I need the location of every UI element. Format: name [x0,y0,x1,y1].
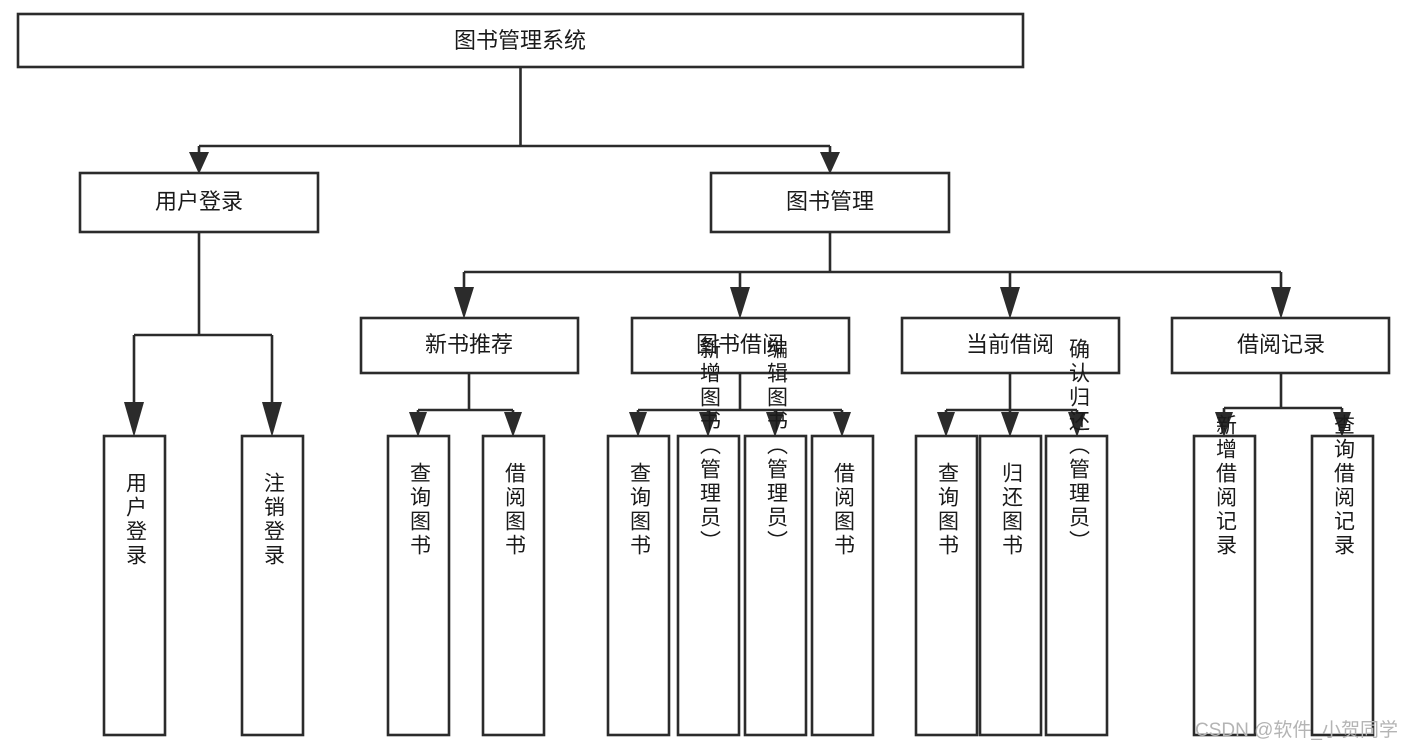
node-leaf-return-book[interactable]: 归还图书 [978,434,1043,737]
node-leaf-query-book-3-label: 查询图书 [935,462,959,558]
arrow-head-leaf-query-book-2 [629,412,647,437]
node-leaf-return-book-label: 归还图书 [999,462,1023,558]
node-book-borrow-label: 图书借阅 [696,332,784,357]
node-leaf-add-borrow-record-box[interactable] [1192,434,1257,737]
node-leaf-query-book-3-box[interactable] [914,434,979,737]
node-leaf-confirm-return-box[interactable] [1044,434,1109,737]
node-leaf-edit-book[interactable]: 编辑图书（管理员） [743,338,808,737]
arrow-head-borrow-record [1271,287,1291,319]
node-leaf-query-book-2-box[interactable] [606,434,671,737]
node-new-book-recommend[interactable]: 新书推荐 [359,316,580,375]
node-root-label: 图书管理系统 [454,28,586,53]
node-current-borrow-box[interactable] [900,316,1121,375]
node-leaf-borrow-book-2[interactable]: 借阅图书 [810,434,875,737]
node-leaf-borrow-book-1[interactable]: 借阅图书 [481,434,546,737]
arrow-head-leaf-add-borrow-record [1215,412,1233,437]
arrow-head-book-borrow [730,287,750,319]
arrow-head-leaf-borrow-book-2 [833,412,851,437]
arrow-head-leaf-add-book [699,412,717,437]
node-leaf-user-logout-box[interactable] [240,434,305,737]
arrow-head-leaf-edit-book [766,412,784,437]
node-leaf-user-logout[interactable]: 注销登录 [240,434,305,737]
node-leaf-add-borrow-record[interactable]: 新增借阅记录 [1192,414,1257,737]
node-leaf-confirm-return-label: 确认归还（管理员） [1066,338,1090,554]
arrow-head-leaf-borrow-book-1 [504,412,522,437]
node-book-manage-box[interactable] [709,171,951,234]
arrow-head-leaf-return-book [1001,412,1019,437]
node-new-book-recommend-box[interactable] [359,316,580,375]
node-leaf-confirm-return[interactable]: 确认归还（管理员） [1044,338,1109,737]
arrow-head-leaf-query-borrow-record [1333,412,1351,437]
node-leaf-query-book-2[interactable]: 查询图书 [606,434,671,737]
node-root[interactable]: 图书管理系统 [16,12,1025,69]
node-borrow-record-label: 借阅记录 [1237,332,1325,357]
node-leaf-borrow-book-2-box[interactable] [810,434,875,737]
arrow-head-current-borrow [1000,287,1020,319]
node-leaf-add-book[interactable]: 新增图书（管理员） [676,338,741,737]
node-borrow-record[interactable]: 借阅记录 [1170,316,1391,375]
arrow-head-book-manage [820,152,840,174]
connector-group-book-borrow [629,373,851,437]
node-new-book-recommend-label: 新书推荐 [425,332,513,357]
connector-group-user-login [124,232,282,437]
node-user-login[interactable]: 用户登录 [78,171,320,234]
node-book-borrow-box[interactable] [630,316,851,375]
arrow-head-leaf-user-login [124,402,144,437]
node-book-manage[interactable]: 图书管理 [709,171,951,234]
csdn-watermark: CSDN @软件_小贺同学 [1195,719,1398,741]
node-leaf-user-login-box[interactable] [102,434,167,737]
node-current-borrow[interactable]: 当前借阅 [900,316,1121,375]
node-leaf-query-book-1-box[interactable] [386,434,451,737]
node-leaf-query-book-2-label: 查询图书 [627,462,651,558]
arrow-head-user-login [189,152,209,174]
arrow-head-leaf-query-book-1 [409,412,427,437]
connector-group-borrow-record [1215,373,1351,437]
node-user-login-box[interactable] [78,171,320,234]
node-borrow-record-box[interactable] [1170,316,1391,375]
arrow-head-leaf-query-book-3 [937,412,955,437]
node-leaf-add-book-box[interactable] [676,434,741,737]
node-leaf-borrow-book-1-label: 借阅图书 [502,462,526,558]
arrow-head-leaf-user-logout [262,402,282,437]
arrow-head-leaf-confirm-return [1068,412,1086,437]
node-leaf-borrow-book-2-label: 借阅图书 [831,462,855,558]
node-book-manage-label: 图书管理 [786,189,874,214]
node-leaf-return-book-box[interactable] [978,434,1043,737]
connector-group-new-book-recommend [409,373,522,437]
node-leaf-borrow-book-1-box[interactable] [481,434,546,737]
node-leaf-edit-book-box[interactable] [743,434,808,737]
node-leaf-query-book-1[interactable]: 查询图书 [386,434,451,737]
node-root-box[interactable] [16,12,1025,69]
node-book-borrow[interactable]: 图书借阅 [630,316,851,375]
node-leaf-user-login-label: 用户登录 [123,472,147,568]
node-current-borrow-label: 当前借阅 [966,332,1054,357]
node-leaf-query-book-3[interactable]: 查询图书 [914,434,979,737]
arrow-head-new-book-recommend [454,287,474,319]
node-leaf-add-borrow-record-label: 新增借阅记录 [1213,414,1237,558]
node-leaf-add-book-label: 新增图书（管理员） [697,338,721,554]
node-leaf-query-book-1-label: 查询图书 [407,462,431,558]
connector-group-current-borrow [937,373,1086,437]
node-leaf-user-login[interactable]: 用户登录 [102,434,167,737]
node-leaf-edit-book-label: 编辑图书（管理员） [764,338,788,554]
node-user-login-label: 用户登录 [155,189,243,214]
node-leaf-query-borrow-record-label: 查询借阅记录 [1331,414,1355,558]
node-leaf-user-logout-label: 注销登录 [261,472,285,568]
node-leaf-query-borrow-record-box[interactable] [1310,434,1375,737]
node-leaf-query-borrow-record[interactable]: 查询借阅记录 [1310,414,1375,737]
connector-group-root [189,67,840,174]
connector-group-book-manage [454,232,1291,319]
